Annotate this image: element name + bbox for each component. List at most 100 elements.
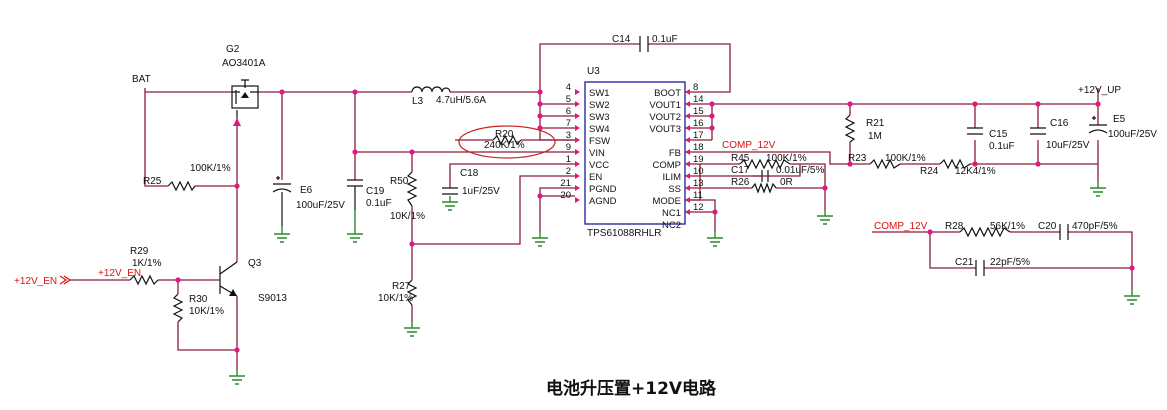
ic-pin-arrow — [685, 161, 690, 167]
resistor-r24-symbol — [939, 158, 971, 170]
r25-ref: R25 — [143, 176, 162, 187]
ic-right-pin-number: 15 — [693, 106, 704, 117]
ic-right-pin-name: NC2 — [662, 220, 681, 231]
r50-ref: R50 — [390, 176, 409, 187]
r27-value: 10K/1% — [378, 293, 413, 304]
capacitor-c14-symbol — [639, 36, 649, 52]
e6-value: 100uF/25V — [296, 200, 345, 211]
ic-pin-arrow — [685, 89, 690, 95]
net-bat-label: BAT — [132, 74, 151, 85]
resistor-r45-symbol — [739, 158, 791, 170]
r28-value: 56K/1% — [990, 221, 1025, 232]
c15-ref: C15 — [989, 129, 1008, 140]
ic-u3-pins: 4SW15SW26SW37SW43FSW9VIN1VCC2EN21PGND20A… — [560, 82, 703, 231]
ic-left-pin-number: 9 — [566, 142, 571, 153]
ic-pin-arrow — [575, 173, 580, 179]
ic-right-pin-name: NC1 — [662, 208, 681, 219]
ic-right-pin-name: VOUT3 — [649, 124, 681, 135]
ic-right-pin-name: MODE — [653, 196, 682, 207]
ic-right-pin-name: ILIM — [663, 172, 682, 183]
ground-symbol — [274, 226, 290, 243]
ic-left-pin-number: 7 — [566, 118, 571, 129]
ic-left-pin-name: EN — [589, 172, 602, 183]
ic-right-pin-number: 11 — [693, 190, 703, 201]
ic-right-pin-number: 18 — [693, 142, 704, 153]
ic-pin-arrow — [575, 161, 580, 167]
net-v12-en-label: +12V_EN — [98, 268, 141, 279]
c17-ref: C17 — [731, 165, 750, 176]
r30-value: 10K/1% — [189, 306, 224, 317]
ic-left-pin-number: 5 — [566, 94, 571, 105]
r26-ref: R26 — [731, 177, 750, 188]
ic-left-pin-number: 6 — [566, 106, 571, 117]
c20-value: 470pF/5% — [1072, 221, 1118, 232]
resistor-r29-symbol — [129, 274, 159, 286]
ic-right-pin-number: 13 — [693, 178, 704, 189]
capacitor-e6-symbol — [272, 176, 292, 226]
g2-ref: G2 — [226, 44, 240, 55]
c21-ref: C21 — [955, 257, 974, 268]
ic-pin-arrow — [575, 185, 580, 191]
ic-pin-arrow — [685, 197, 690, 203]
resistor-r20-symbol — [455, 134, 575, 146]
c21-value: 22pF/5% — [990, 257, 1030, 268]
g2-value: AO3401A — [222, 58, 266, 69]
c14-value: 0.1uF — [652, 34, 678, 45]
ic-right-pin-name: BOOT — [654, 88, 681, 99]
ic-left-pin-name: SW4 — [589, 124, 610, 135]
ic-left-pin-number: 2 — [566, 166, 571, 177]
ic-right-pin-name: SS — [668, 184, 681, 195]
ic-left-pin-number: 20 — [560, 190, 571, 201]
ic-u3 — [584, 81, 686, 225]
c18-value: 1uF/25V — [462, 186, 500, 197]
grounds — [229, 182, 1140, 385]
resistor-r26-symbol — [751, 182, 777, 194]
ic-right-pin-number: 14 — [693, 94, 704, 105]
ground-symbol — [404, 322, 420, 337]
ground-symbol — [707, 232, 723, 247]
transistor-q3-symbol — [219, 261, 238, 297]
ic-pin-arrow — [685, 149, 690, 155]
resistor-r50-symbol — [406, 171, 418, 207]
c16-ref: C16 — [1050, 118, 1069, 129]
ic-pin-arrow — [575, 149, 580, 155]
r25-value: 100K/1% — [190, 163, 231, 174]
r20-ref: R20 — [495, 129, 514, 140]
capacitor-c19-symbol — [347, 179, 363, 210]
c14-ref: C14 — [612, 34, 631, 45]
ic-right-pin-number: 19 — [693, 154, 704, 165]
ground-symbol — [532, 232, 548, 247]
ic-left-pin-name: SW3 — [589, 112, 610, 123]
diagram-title: 电池升压置+12V电路 — [546, 378, 717, 399]
ic-pin-arrow — [685, 173, 690, 179]
ic-right-pin-number: 10 — [693, 166, 704, 177]
mosfet-g2-symbol — [231, 79, 259, 126]
ground-symbol — [1124, 290, 1140, 305]
ic-pin-arrow — [575, 137, 580, 143]
capacitor-c17-symbol — [740, 164, 801, 182]
r23-ref: R23 — [848, 153, 867, 164]
r24-value: 12K4/1% — [955, 166, 996, 177]
ic-pin-arrow — [575, 125, 580, 131]
resistor-r28-symbol — [959, 226, 1011, 238]
resistor-r27-symbol — [406, 279, 418, 306]
ic-left-pin-number: 1 — [566, 154, 571, 165]
r21-ref: R21 — [866, 118, 885, 129]
ic-left-pin-name: SW2 — [589, 100, 610, 111]
ground-symbol — [347, 210, 363, 243]
ic-right-pin-name: VOUT1 — [649, 100, 681, 111]
l3-ref: L3 — [412, 96, 424, 107]
ic-left-pin-number: 3 — [566, 130, 571, 141]
c20-ref: C20 — [1038, 221, 1057, 232]
ic-left-pin-name: PGND — [589, 184, 617, 195]
net-v12-up-label: +12V_UP — [1078, 85, 1121, 96]
junctions — [175, 89, 1135, 353]
r20-value: 240K/1% — [484, 140, 525, 151]
c15-value: 0.1uF — [989, 141, 1015, 152]
ic-pin-arrow — [575, 89, 580, 95]
e6-ref: E6 — [300, 185, 313, 196]
capacitor-c21-symbol — [975, 260, 985, 276]
e5-value: 100uF/25V — [1108, 129, 1157, 140]
r27-ref: R27 — [392, 281, 411, 292]
